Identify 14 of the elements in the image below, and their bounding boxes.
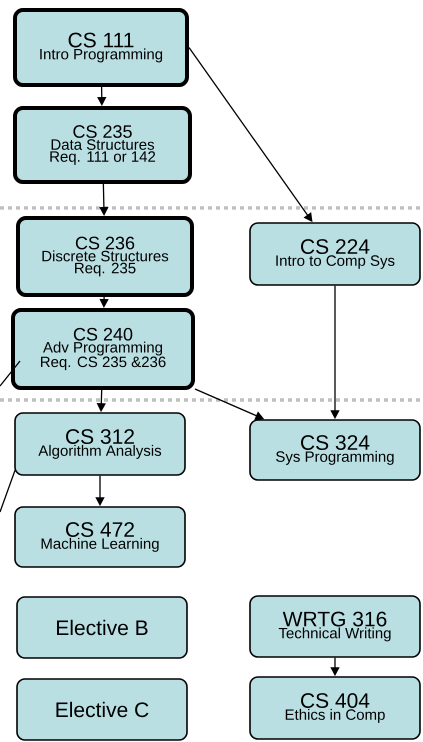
course-box: CS 404 Ethics in Comp	[249, 676, 421, 740]
course-box: CS 224 Intro to Comp Sys	[249, 222, 421, 286]
course-box: CS 240 Adv Programming Req. CS 235 &236	[11, 308, 195, 390]
connector-line	[0, 360, 20, 386]
course-box: WRTG 316 Technical Writing	[249, 595, 421, 658]
course-box: Elective B	[16, 596, 188, 659]
course-box: CS 324 Sys Programming	[249, 419, 421, 481]
course-box: CS 235 Data Structures Req. 111 or 142	[13, 106, 192, 184]
course-box: CS 236 Discrete Structures Req. 235	[16, 216, 194, 297]
course-box: CS 472 Machine Learning	[14, 506, 186, 568]
course-box: Elective C	[16, 678, 188, 741]
course-box: CS 111 Intro Programming	[13, 8, 189, 87]
connector-line	[0, 470, 16, 512]
course-box: CS 312 Algorithm Analysis	[14, 412, 186, 476]
